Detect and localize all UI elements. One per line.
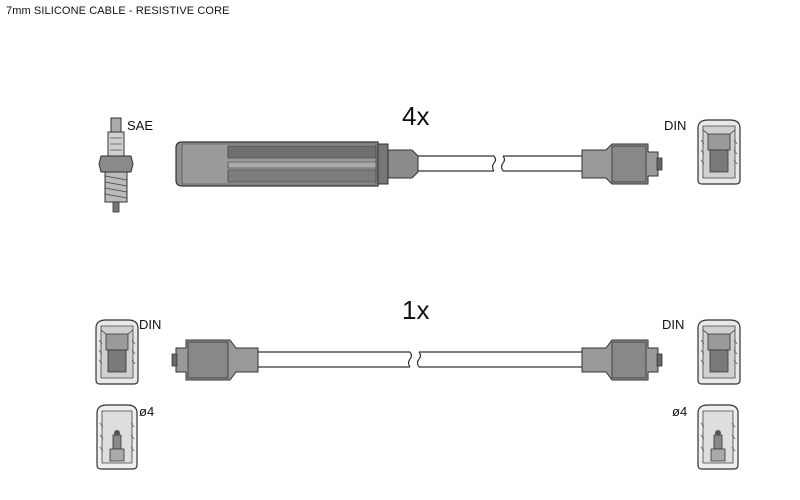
bottom-right-connector-label: DIN (662, 317, 685, 332)
top-long-boot (175, 141, 419, 187)
spark-plug-icon (98, 117, 134, 213)
top-cable-wire (418, 155, 582, 172)
bottom-quantity-label: 1x (402, 295, 430, 325)
bottom-left-pin-socket-icon (96, 404, 138, 470)
bottom-right-pin-socket-icon (697, 404, 739, 470)
bottom-cable-wire (258, 351, 582, 368)
top-right-connector-label: DIN (664, 118, 687, 133)
bottom-right-din-socket-icon (697, 319, 741, 385)
top-quantity-label: 4x (402, 101, 430, 131)
bottom-left-connector-label: DIN (139, 317, 162, 332)
bottom-left-alt-label: ø4 (139, 404, 155, 419)
bottom-left-din-socket-icon (95, 319, 139, 385)
top-right-din-socket-icon (697, 119, 741, 185)
bottom-right-alt-label: ø4 (672, 404, 688, 419)
bottom-right-din-boot (581, 339, 663, 381)
top-right-din-boot (581, 143, 663, 185)
header-description: 7mm SILICONE CABLE - RESISTIVE CORE (6, 5, 230, 17)
bottom-left-din-boot (171, 339, 259, 381)
top-left-connector-label: SAE (127, 118, 154, 133)
